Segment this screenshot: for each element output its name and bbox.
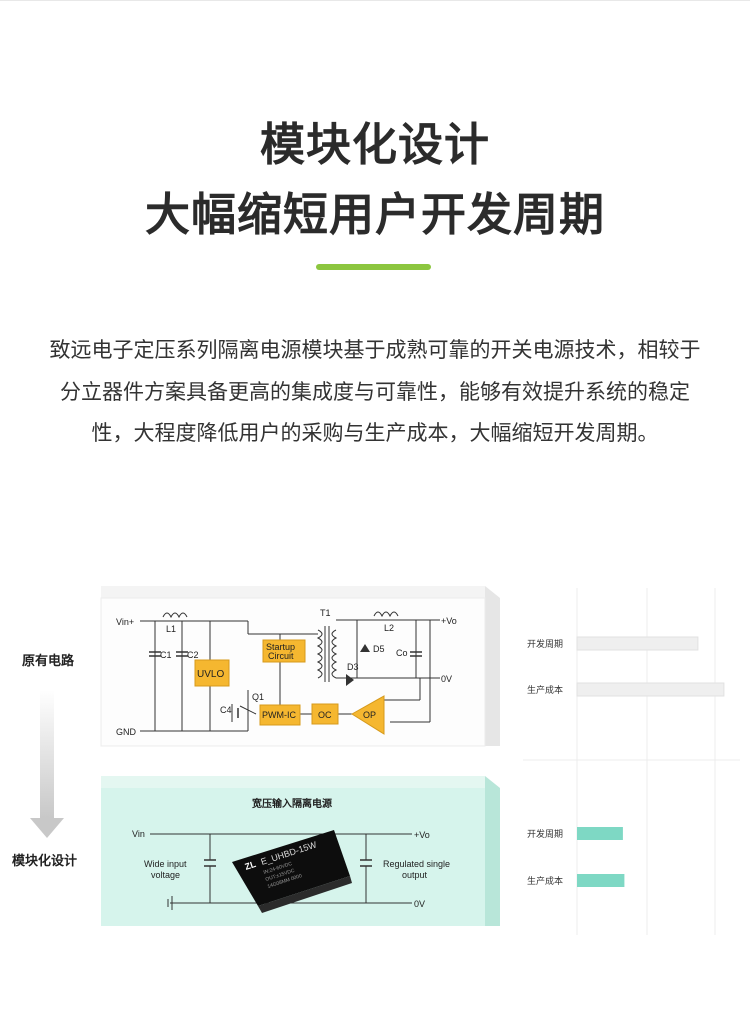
op-amp-block: [351, 695, 385, 735]
capacitor-marks: [149, 651, 422, 718]
label-vo-zero: 0V: [441, 674, 452, 684]
label-vo-plus: +Vo: [441, 616, 457, 626]
diode-d3: [346, 674, 354, 686]
module-label-input-1: Wide input: [144, 859, 187, 869]
compare-top-bar-0: [576, 636, 699, 651]
label-oc: OC: [318, 710, 332, 720]
inductor-l2: [373, 611, 399, 618]
label-d3: D3: [347, 662, 359, 672]
accent-bar: [316, 264, 431, 270]
compare-bottom-label-0: 开发周期: [527, 828, 563, 839]
startup-circuit-block: [262, 639, 306, 663]
label-original-circuit: 原有电路: [22, 654, 75, 669]
label-c2: C2: [187, 650, 199, 660]
label-gnd: GND: [116, 727, 137, 737]
compare-bottom-bar-0: [577, 827, 623, 840]
label-op: OP: [363, 710, 376, 720]
label-startup-1: Startup: [266, 642, 295, 652]
uvlo-block: [194, 659, 230, 687]
chip-logo: ZL: [244, 859, 258, 872]
module-capacitor-marks: [204, 859, 372, 867]
label-d5: D5: [373, 644, 385, 654]
original-circuit-wires: [140, 619, 440, 732]
page-subtitle: 大幅缩短用户开发周期: [144, 188, 605, 241]
module-label-vo-plus: +Vo: [414, 830, 430, 840]
compare-top-label-1: 生产成本: [527, 684, 563, 695]
oc-block: [311, 703, 339, 725]
label-vin-plus: Vin+: [116, 617, 134, 627]
compare-bottom-bar-1: [577, 874, 625, 887]
transformer-t1: [316, 626, 338, 682]
label-t1: T1: [320, 608, 331, 618]
page-title: 模块化设计: [259, 118, 490, 171]
module-label-input-2: voltage: [151, 870, 180, 880]
module-label-output-2: output: [402, 870, 428, 880]
label-c4: C4: [220, 705, 232, 715]
compare-bottom-label-1: 生产成本: [527, 875, 563, 886]
label-startup-2: Circuit: [268, 651, 294, 661]
module-label-vo-zero: 0V: [414, 899, 425, 909]
inductor-l1: [162, 612, 188, 619]
description-text: 致远电子定压系列隔离电源模块基于成熟可靠的开关电源技术，相较于分立器件方案具备更…: [49, 338, 701, 445]
compare-top-label-0: 开发周期: [527, 638, 563, 649]
diode-d5: [360, 644, 370, 652]
transition-arrow: [30, 690, 64, 838]
label-q1: Q1: [252, 692, 264, 702]
label-modular-design: 模块化设计: [12, 854, 78, 869]
label-co: Co: [396, 648, 408, 658]
module-label-output-1: Regulated single: [383, 859, 450, 869]
module-label-vin: Vin: [132, 829, 145, 839]
module-panel-title: 宽压输入隔离电源: [251, 797, 332, 810]
label-pwm-ic: PWM-IC: [262, 710, 296, 720]
label-c1: C1: [160, 650, 172, 660]
label-uvlo: UVLO: [197, 669, 224, 680]
pwm-ic-block: [259, 704, 301, 726]
label-l1: L1: [166, 624, 176, 634]
top-divider: [0, 0, 750, 1]
power-module-chip: ZL: [232, 830, 352, 913]
label-l2: L2: [384, 623, 394, 633]
compare-top-bar-1: [576, 682, 725, 697]
